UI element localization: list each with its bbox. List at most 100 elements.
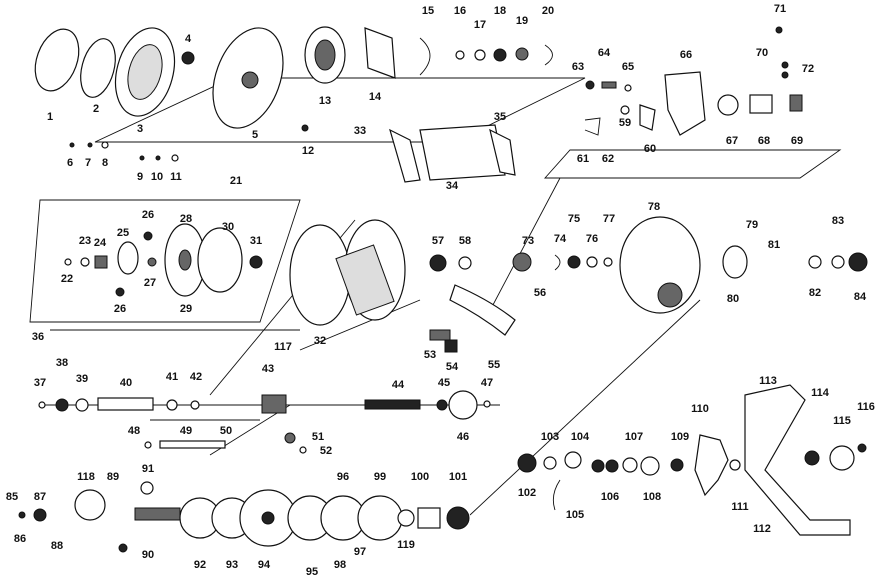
part-label-10: 10 [151, 171, 163, 183]
part-label-98: 98 [334, 559, 346, 571]
part-label-113: 113 [759, 375, 777, 387]
part-47 [483, 400, 491, 408]
part-107 [622, 457, 638, 473]
part-45 [436, 399, 448, 411]
screws-left [69, 124, 309, 162]
part-label-1: 1 [47, 111, 53, 123]
part-28-hub [178, 249, 192, 271]
part-label-18: 18 [494, 5, 506, 17]
drag-side-parts [429, 216, 868, 353]
part-label-5: 5 [252, 129, 258, 141]
part-label-54: 54 [446, 361, 459, 373]
part-99 [357, 495, 403, 541]
part-label-74: 74 [554, 233, 567, 245]
part-23 [80, 257, 90, 267]
part-69 [789, 94, 803, 112]
part-label-52: 52 [320, 445, 332, 457]
part-label-23: 23 [79, 235, 91, 247]
part-label-50: 50 [220, 425, 232, 437]
part-85 [18, 511, 26, 519]
part-116 [857, 443, 867, 453]
part-label-48: 48 [128, 425, 140, 437]
guide-pinion [484, 177, 561, 321]
part-label-84: 84 [854, 291, 867, 303]
part-108 [640, 456, 660, 476]
part-8 [101, 141, 109, 149]
part-1-cover [34, 28, 80, 92]
part-16 [455, 50, 465, 60]
part-label-15: 15 [422, 5, 434, 17]
part-label-25: 25 [117, 227, 129, 239]
part-26b [115, 287, 125, 297]
part-label-57: 57 [432, 235, 444, 247]
handle-parts [517, 384, 867, 536]
part-label-83: 83 [832, 215, 844, 227]
part-65 [624, 84, 632, 92]
part-label-28: 28 [180, 213, 192, 225]
part-label-88: 88 [51, 540, 63, 552]
part-106a [591, 459, 605, 473]
part-label-21: 21 [230, 175, 242, 187]
part-label-73: 73 [522, 235, 534, 247]
part-label-110: 110 [691, 403, 709, 415]
part-70 [781, 61, 789, 69]
part-35 [489, 128, 516, 176]
part-10 [155, 155, 161, 161]
part-label-33: 33 [354, 125, 366, 137]
part-label-13: 13 [319, 95, 331, 107]
part-label-118: 118 [77, 471, 95, 483]
part-66 [664, 71, 706, 136]
part-51 [284, 432, 296, 444]
part-53 [429, 329, 451, 341]
part-94-hub [261, 511, 275, 525]
part-74 [554, 254, 561, 271]
part-label-2: 2 [93, 103, 99, 115]
part-label-95: 95 [306, 566, 318, 578]
part-115-knob [829, 445, 855, 471]
part-label-97: 97 [354, 546, 366, 558]
part-label-19: 19 [516, 15, 528, 27]
part-label-42: 42 [190, 371, 202, 383]
part-label-62: 62 [602, 153, 614, 165]
part-52 [299, 446, 307, 454]
part-label-106: 106 [601, 491, 619, 503]
part-label-16: 16 [454, 5, 466, 17]
top-right-parts [584, 26, 803, 136]
frame-side-plate [94, 77, 586, 143]
part-label-89: 89 [107, 471, 119, 483]
part-label-64: 64 [598, 47, 611, 59]
part-37 [38, 401, 46, 409]
part-label-102: 102 [518, 487, 536, 499]
part-label-39: 39 [76, 373, 88, 385]
part-9 [139, 155, 145, 161]
part-label-72: 72 [802, 63, 814, 75]
part-label-75: 75 [568, 213, 580, 225]
part-label-104: 104 [571, 431, 590, 443]
part-label-80: 80 [727, 293, 739, 305]
part-90 [118, 543, 128, 553]
part-57 [429, 254, 447, 272]
part-60 [639, 104, 656, 131]
part-34 [419, 124, 506, 181]
part-label-45: 45 [438, 377, 450, 389]
part-label-107: 107 [625, 431, 643, 443]
part-46-gear [448, 390, 478, 420]
part-label-55: 55 [488, 359, 500, 371]
part-58 [458, 256, 472, 270]
part-label-67: 67 [726, 135, 738, 147]
part-49 [159, 440, 226, 449]
part-20-clip [544, 44, 553, 66]
part-label-58: 58 [459, 235, 471, 247]
part-label-91: 91 [142, 463, 154, 475]
part-label-77: 77 [603, 213, 615, 225]
part-25 [117, 241, 139, 275]
part-label-114: 114 [811, 387, 830, 399]
part-label-53: 53 [424, 349, 436, 361]
guide-117 [299, 299, 421, 351]
part-54 [444, 339, 458, 353]
part-7 [87, 142, 93, 148]
part-label-65: 65 [622, 61, 634, 73]
part-72 [781, 71, 789, 79]
